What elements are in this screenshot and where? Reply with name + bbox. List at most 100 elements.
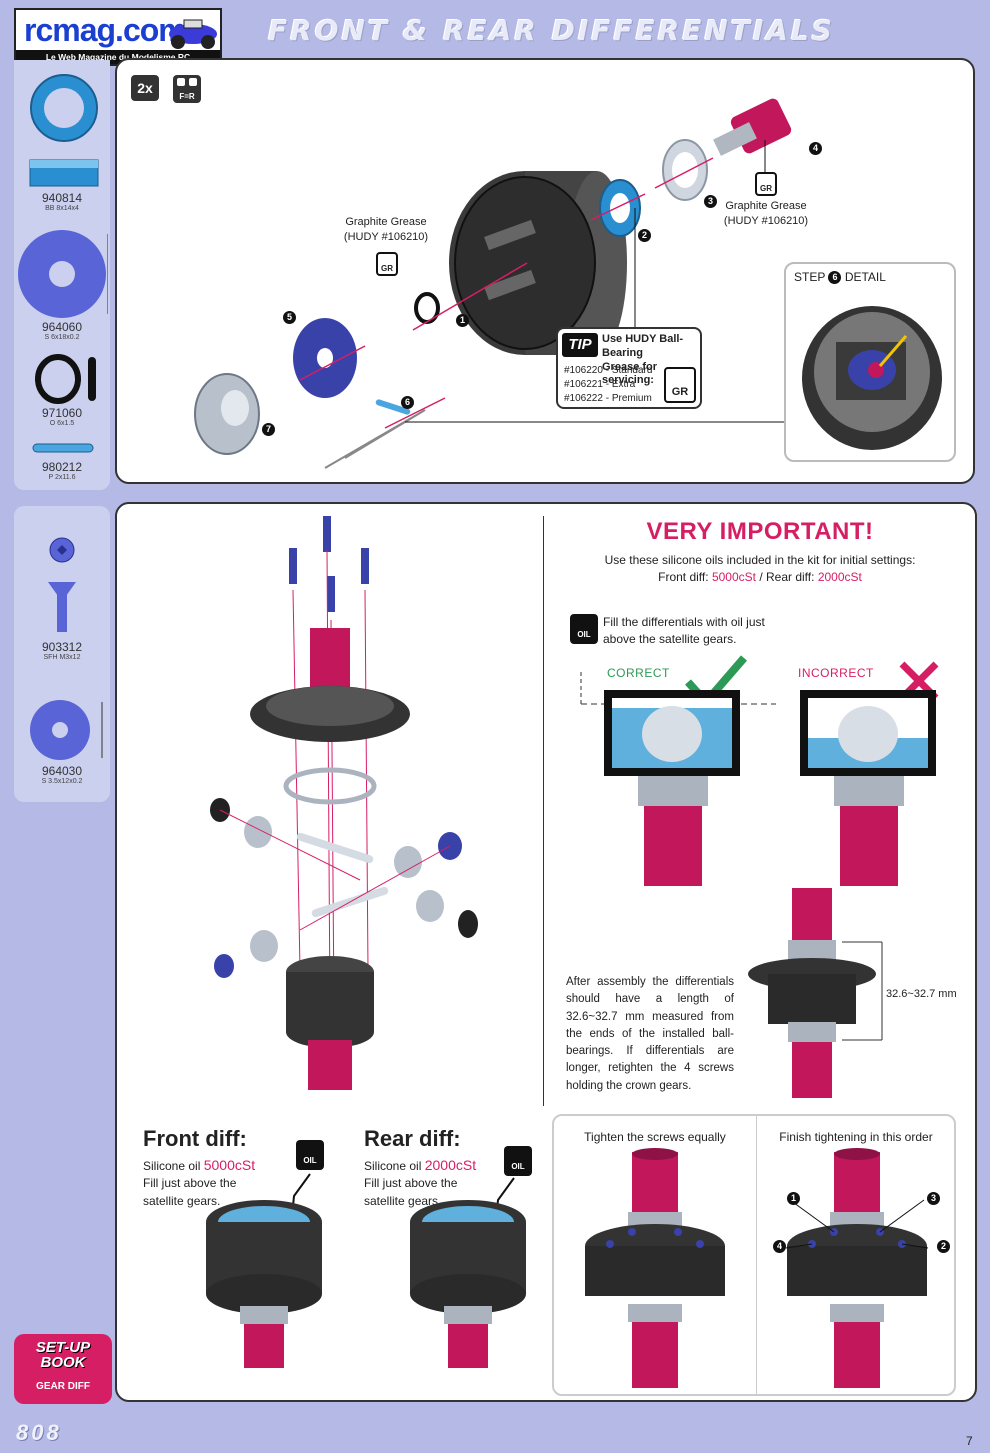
rear-diff-text: Silicone oil 2000cSt Fill just above the… [364,1155,494,1210]
step-6-badge: 6 [401,396,414,409]
tip-title: Use HUDY Ball-Bearing Grease for servici… [602,333,700,388]
part-desc: S 3.5x12x0.2 [41,778,83,785]
divider [543,516,544,1106]
page-number: 7 [966,1434,973,1448]
tip-title-line: Grease for servicing: [602,360,658,387]
important-oils: Front diff: 5000cSt / Rear diff: 2000cSt [560,570,960,584]
assembly-instructions: After assembly the differentials should … [566,976,734,1092]
setup-book-badge: SET-UP BOOK GEAR DIFF [14,1334,112,1404]
grease-callout-right: Graphite Grease (HUDY #106210) [716,199,816,229]
grease-tub-icon: GR [755,172,777,196]
diff-exploded-illustration [194,98,860,469]
setup-book-section: GEAR DIFF [36,1381,90,1392]
grease-callout-left: Graphite Grease (HUDY #106210) [336,215,436,245]
fill-line: Fill just above the [143,1176,237,1191]
detail-suffix: DETAIL [844,270,886,284]
front-label: Front diff: [658,570,709,584]
detail-illustration [802,306,942,450]
oil-bottle-icon: OIL [296,1140,324,1170]
step-1-badge: 1 [456,314,469,327]
important-line: Use these silicone oils included in the … [604,553,916,567]
oil-prefix: Silicone oil [364,1159,422,1173]
step-5-badge: 5 [283,311,296,324]
fill-note-line: Fill the differentials with oil just [603,615,765,629]
part-code: 971060 [41,406,83,420]
quantity-badge: 2x [131,75,159,101]
part-desc: P 2x11.6 [48,474,76,481]
step-7-badge: 7 [262,423,275,436]
important-heading: VERY IMPORTANT! [646,518,874,545]
fill-line: satellite gears. [364,1193,442,1208]
part-desc: BB 8x14x4 [45,205,79,212]
divider [756,1116,757,1394]
fill-line: Fill just above the [364,1176,458,1191]
assembled-diff-illustration [748,888,883,1098]
tip-item: #106222 - Premium [564,393,652,404]
dimension-label: 32.6~32.7 mm [886,988,957,1000]
order-1-badge: 1 [787,1192,800,1205]
separator: / Rear diff: [755,570,815,584]
tip-item: #106221 - Extra [564,379,636,390]
setup-title-line: SET-UP [35,1339,91,1356]
tip-title-line: Use HUDY Ball-Bearing [602,333,684,359]
step-2-badge: 2 [638,229,651,242]
oil-bottle-icon: OIL [504,1146,532,1176]
order-4-badge: 4 [773,1240,786,1253]
shim-icon [18,230,108,318]
diff-assembly-illustration [210,516,478,1090]
tighten-order-illustration [785,1148,929,1388]
front-diff-illustration [206,1173,322,1368]
rear-oil: 2000cSt [817,570,862,584]
grease-part: (HUDY #106210) [343,230,429,243]
logo-text: rcmag.com [24,12,187,48]
order-3-badge: 3 [927,1192,940,1205]
rear-diff-title: Rear diff: [364,1126,461,1151]
incorrect-label: INCORRECT [798,666,874,680]
rear-oil-value: 2000cSt [424,1157,477,1173]
part-code: 964030 [41,764,83,778]
part-code: 964060 [41,320,83,334]
part-code: 980212 [41,460,83,474]
fill-line: satellite gears. [143,1193,221,1208]
grease-tub-icon: GR [376,252,398,276]
oil-bottle-icon: OIL [570,614,598,644]
tighten-equally-illustration [585,1148,725,1388]
pin-icon [32,443,94,453]
front-oil: 5000cSt [711,570,756,584]
shim-small-icon [30,700,103,760]
fr-label: F=R [179,92,195,101]
step-4-badge: 4 [809,142,822,155]
screw-icon [48,537,76,632]
detail-prefix: STEP [794,270,826,284]
tip-tag: TIP [562,333,598,357]
fill-note-line: above the satellite gears. [603,632,737,647]
rear-diff-illustration [410,1177,526,1368]
grease-name: Graphite Grease [725,200,807,212]
parts-list-bottom: 903312 SFH M3x12 964030 S 3.5x12x0.2 [14,506,110,802]
front-diff-text: Silicone oil 5000cSt Fill just above the… [143,1155,273,1210]
detail-title: STEP 6 DETAIL [794,270,886,285]
ball-bearing-icon [30,74,98,142]
part-desc: O 6x1.5 [49,420,75,427]
site-logo[interactable]: rcmag.com Le Web Magazine du Modelisme R… [14,8,222,66]
setup-book-title: SET-UP BOOK [14,1340,112,1370]
front-oil-value: 5000cSt [203,1157,256,1173]
part-desc: S 6x18x0.2 [44,334,80,341]
footer-logo: 808 [16,1420,62,1445]
tip-item: #106220 - Standard [564,365,653,376]
setup-title-line: BOOK [40,1354,86,1371]
parts-list-top: 940814 BB 8x14x4 964060 S 6x18x0.2 97106… [14,60,110,490]
part-code: 903312 [41,640,83,654]
tighten-order-label: Finish tightening in this order [779,1130,933,1144]
grease-part: (HUDY #106210) [723,214,809,227]
ball-bearing-side-icon [29,159,99,187]
step-3-badge: 3 [704,195,717,208]
part-desc: SFH M3x12 [43,654,81,661]
oil-prefix: Silicone oil [143,1159,201,1173]
tip-box: TIP Use HUDY Ball-Bearing Grease for ser… [556,327,702,409]
front-rear-badge: F=R [173,75,201,103]
tighten-equally-label: Tighten the screws equally [584,1130,726,1144]
car-illustration-icon [169,19,217,49]
oil-level-comparison [580,655,939,886]
front-diff-title: Front diff: [143,1126,247,1151]
